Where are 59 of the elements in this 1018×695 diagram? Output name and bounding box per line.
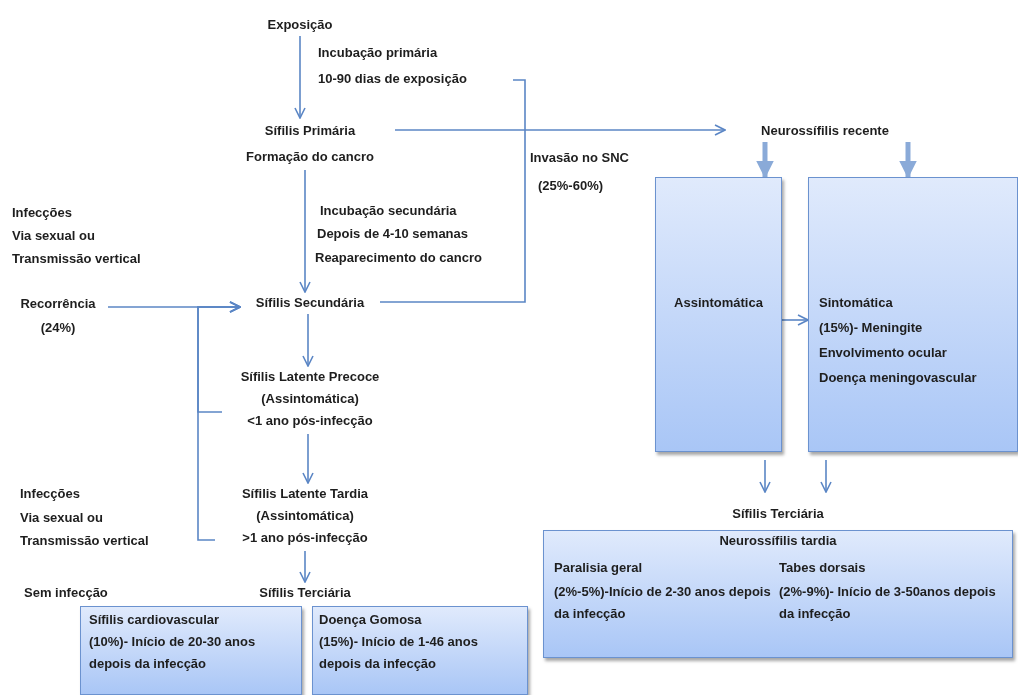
note-text: Transmissão vertical	[20, 532, 149, 550]
stage-detail: (Assintomática)	[255, 507, 355, 525]
box-text: Envolvimento ocular	[819, 344, 948, 362]
note-text: Via sexual ou	[12, 227, 95, 245]
process-box	[312, 606, 528, 695]
box-text: Paralisia geral	[554, 559, 644, 577]
stage-label: Neurossífilis recente	[760, 122, 890, 140]
arrow	[781, 314, 809, 326]
note-text: Invasão no SNC	[530, 149, 629, 167]
stage-detail: >1 ano pós-infecção	[241, 529, 369, 547]
box-heading: Doença Gomosa	[319, 611, 423, 629]
stage-label: Incubação primária	[318, 44, 439, 62]
box-heading: Neurossífilis tardia	[718, 533, 838, 548]
box-heading: Assintomática	[673, 294, 764, 312]
arrow	[302, 313, 314, 367]
note-text: Via sexual ou	[20, 509, 103, 527]
arrow	[299, 550, 311, 583]
stage-label: Exposição	[266, 16, 334, 34]
arrow	[899, 142, 917, 179]
stage-detail: <1 ano pós-infecção	[246, 412, 374, 430]
stage-label: Sífilis Secundária	[254, 294, 366, 312]
stage-detail: (Assintomática)	[260, 390, 360, 408]
box-text: (15%)- Início de 1-46 anos depois da infecção	[319, 633, 479, 673]
arrow	[299, 169, 311, 293]
process-box	[655, 177, 782, 452]
stage-label: Sífilis Primária	[263, 122, 357, 140]
arrow	[394, 124, 726, 136]
note-text: Transmissão vertical	[12, 250, 141, 268]
note-text: (25%-60%)	[538, 177, 604, 195]
box-text: (15%)- Meningite	[819, 319, 924, 337]
stage-detail: Formação do cancro	[245, 148, 375, 166]
box-text: (10%)- Início de 20-30 anos depois da infecção	[89, 633, 257, 673]
stage-label: Sífilis Latente Precoce	[239, 368, 381, 386]
process-box	[808, 177, 1018, 452]
stage-detail: 10-90 dias de exposição	[318, 70, 468, 88]
stage-label: Sífilis Latente Tardia	[240, 485, 370, 503]
note-text: Incubação secundária	[320, 202, 457, 220]
box-heading: Sífilis cardiovascular	[89, 611, 221, 629]
arrow	[759, 459, 771, 493]
arrow	[756, 142, 774, 179]
box-text: (2%-9%)- Início de 3-50anos depois da infecção	[779, 583, 997, 623]
arrow	[302, 433, 314, 484]
stage-detail: (24%)	[39, 319, 77, 337]
stage-heading: Sífilis Terciária	[731, 505, 825, 523]
box-text: Tabes dorsais	[779, 559, 867, 577]
arrow	[820, 459, 832, 493]
note-text: Sem infecção	[24, 584, 108, 602]
box-text: (2%-5%)-Início de 2-30 anos depois da infecção	[554, 583, 772, 623]
box-text: Doença meningovascular	[819, 369, 978, 387]
note-text: Infecções	[12, 204, 72, 222]
arrow	[294, 35, 306, 119]
box-heading: Sintomática	[819, 294, 894, 312]
note-text: Infecções	[20, 485, 80, 503]
note-text: Depois de 4-10 semanas	[317, 225, 469, 243]
stage-label: Sífilis Terciária	[258, 584, 352, 602]
stage-label: Recorrência	[19, 295, 97, 313]
note-text: Reaparecimento do cancro	[315, 249, 482, 267]
arrow	[197, 301, 241, 541]
process-box	[80, 606, 302, 695]
